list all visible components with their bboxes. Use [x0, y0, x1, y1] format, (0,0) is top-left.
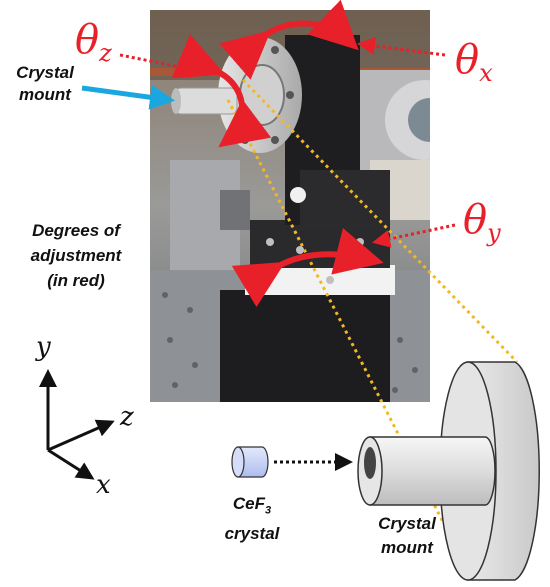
crystal-mount-label-top: Crystal mount [16, 63, 74, 104]
degrees-of-adjustment-label: Degrees of adjustment (in red) [30, 221, 122, 290]
x-axis-label: x [96, 470, 111, 500]
rotation-arrow-y [231, 227, 384, 308]
z-axis-label: z [120, 402, 134, 432]
cef3-crystal-label: CeF3 crystal [224, 494, 280, 544]
theta-y-label: θy [463, 197, 501, 247]
mount-drawing [357, 361, 540, 581]
cef3-crystal [231, 446, 269, 478]
theta-y-leader [372, 223, 456, 248]
zoom-line-upper [241, 78, 519, 364]
theta-z-leader [119, 53, 208, 78]
rotation-arrow-x [219, 0, 359, 80]
x-axis-arrow [47, 448, 95, 480]
y-axis-label: y [36, 332, 51, 362]
crystal-mount-label-bottom: Crystal mount [378, 514, 436, 557]
rotation-arrow-z [171, 33, 272, 148]
z-axis-arrow [47, 419, 115, 452]
theta-x-leader [357, 36, 446, 57]
crystal-mount-pointer [81, 84, 175, 110]
mount-rod [369, 436, 496, 506]
theta-x-label: θx [455, 37, 493, 87]
zoom-line-lower [226, 99, 472, 576]
theta-z-label: θz [75, 17, 112, 67]
